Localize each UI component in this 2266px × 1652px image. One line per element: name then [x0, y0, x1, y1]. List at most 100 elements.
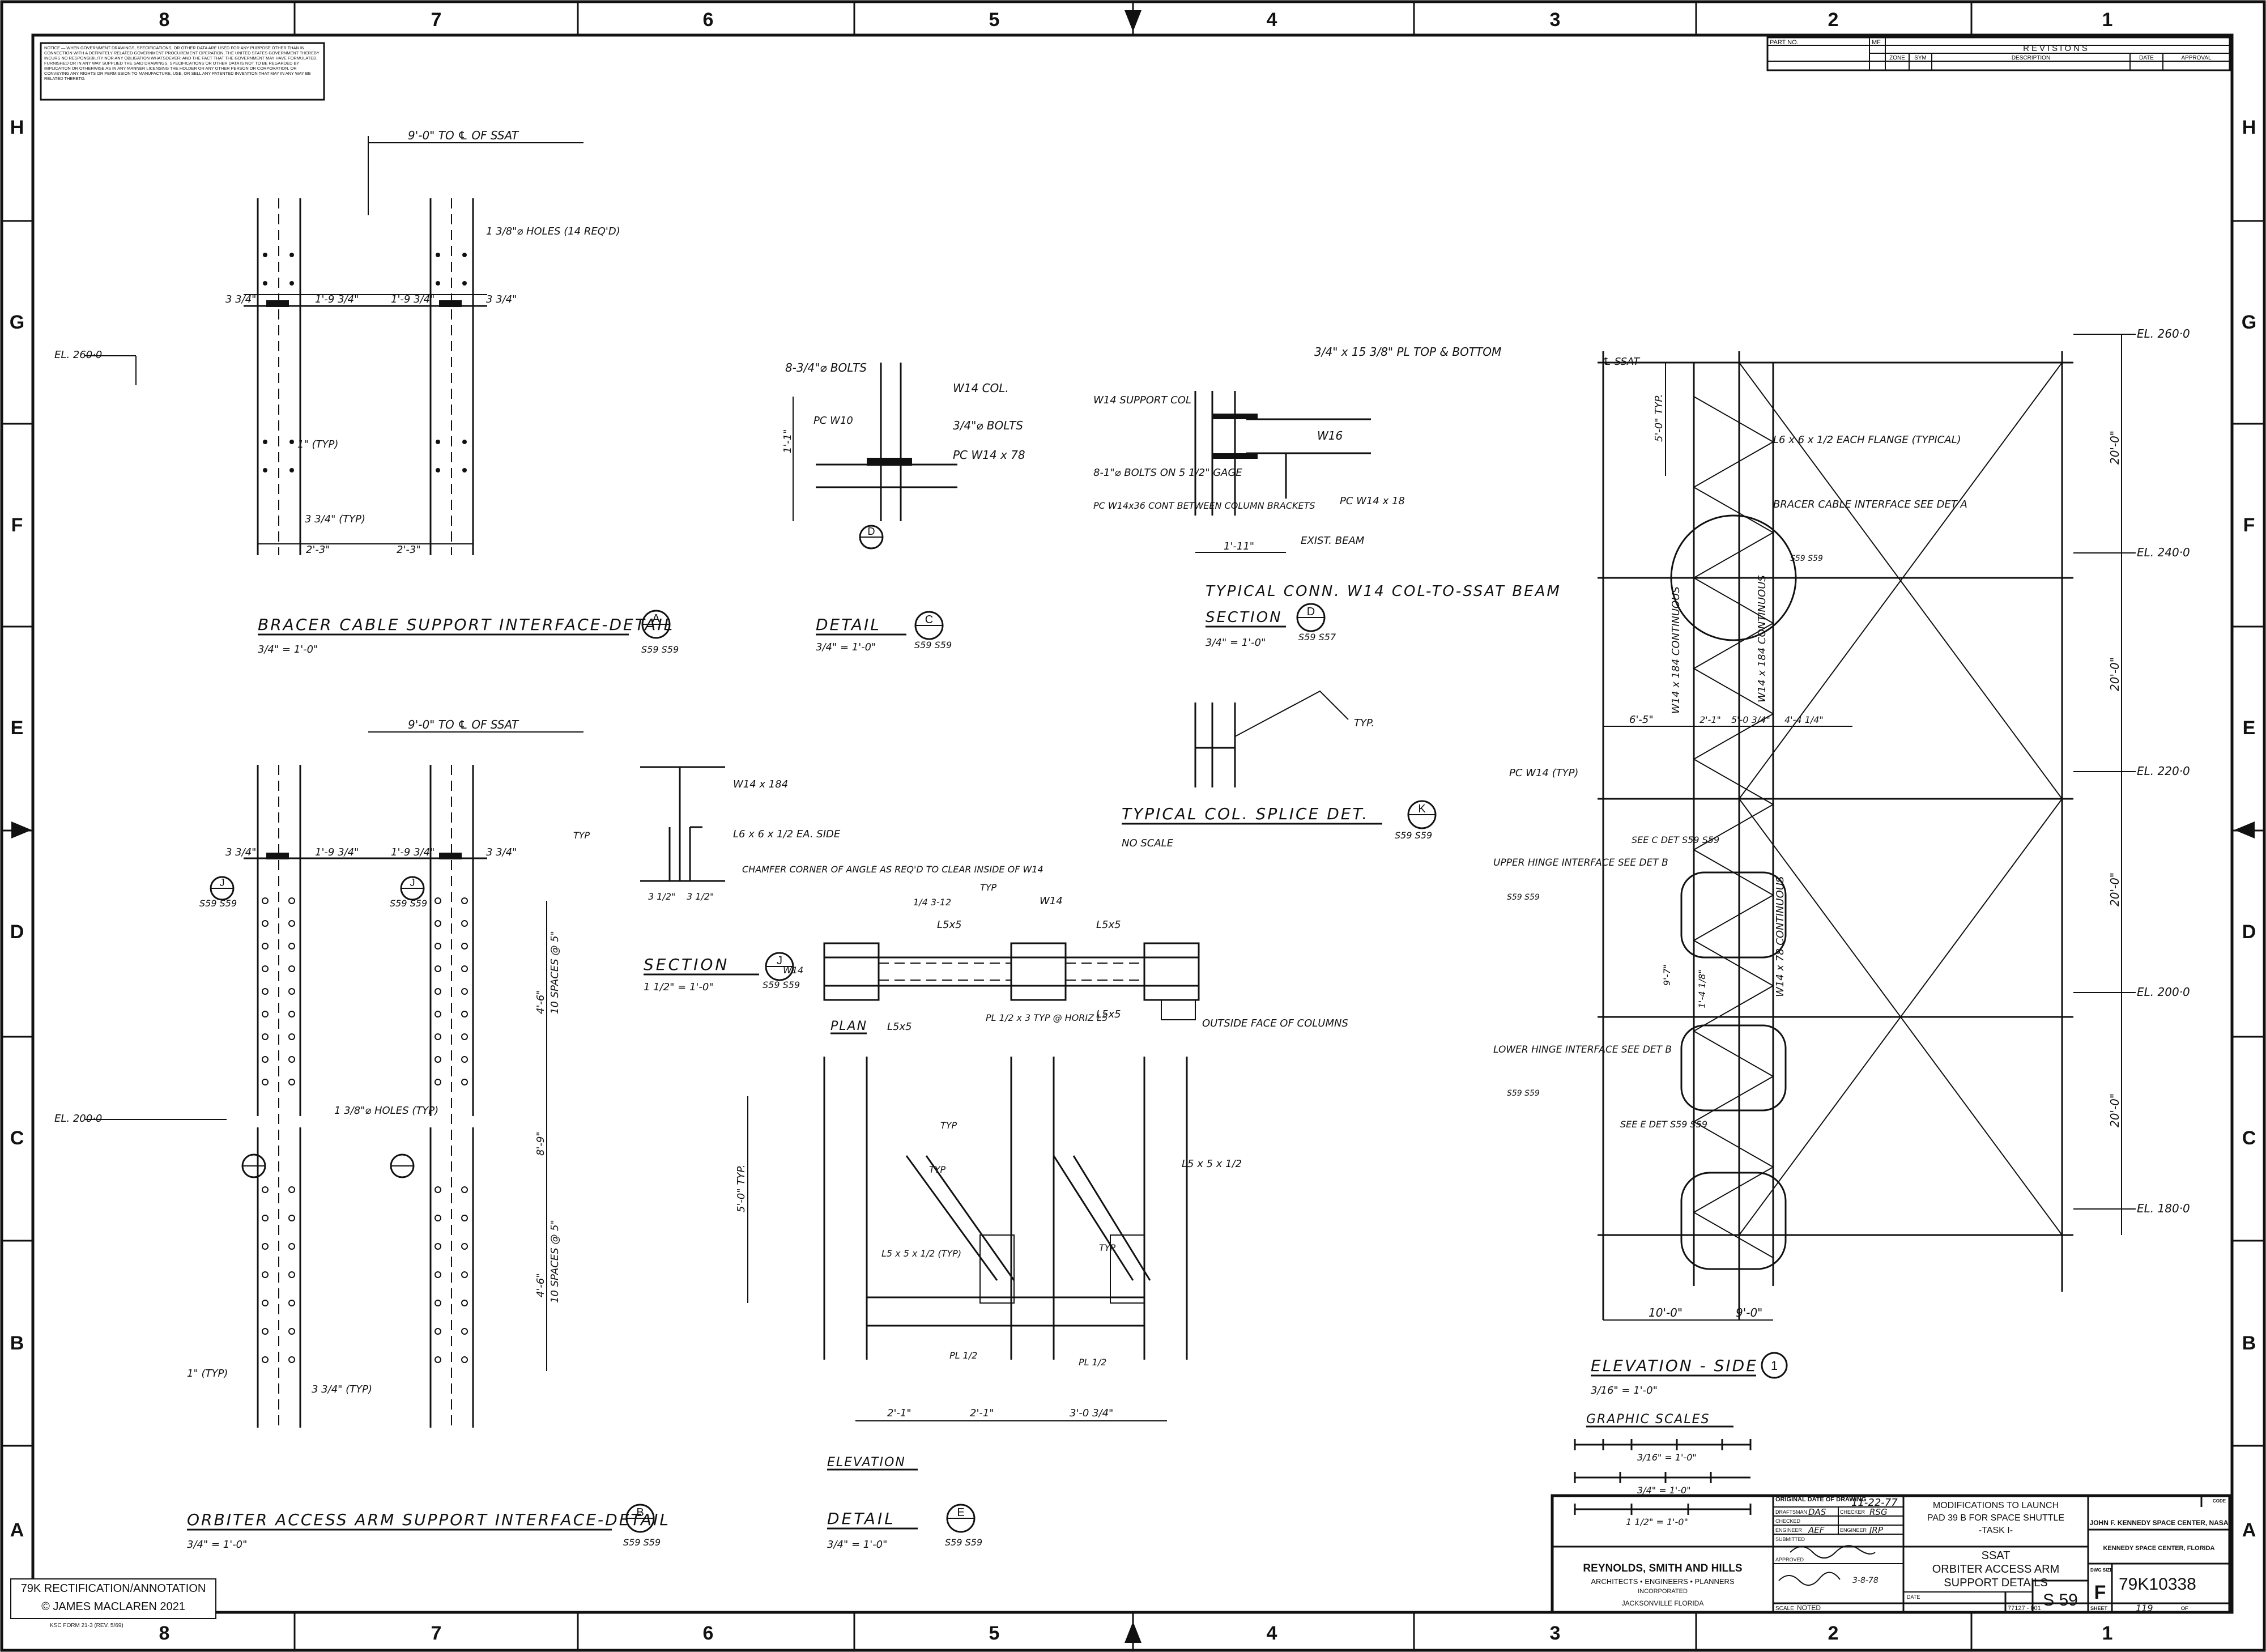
tb-engineer-label: ENGINEER	[1775, 1527, 1803, 1533]
zone-col-6-top: 6	[703, 9, 714, 31]
tb-dwg-size: F	[2094, 1582, 2106, 1603]
zone-col-8-top: 8	[159, 9, 170, 31]
section-j-angle: L6 x 6 x 1/2 EA. SIDE	[733, 828, 841, 840]
elevation-cont2: W14 x 184 CONTINUOUS	[1756, 575, 1768, 702]
revisions-col-description: DESCRIPTION	[2012, 55, 2050, 61]
detail-a-d3: 1'-9 3/4"	[391, 293, 435, 305]
tb-sheet-val: 119	[2136, 1603, 2153, 1613]
elevation-d21: 2'-1"	[1700, 714, 1721, 725]
detail-c-pc2: PC W14 x 78	[953, 448, 1025, 462]
elevation-d51: 5'-0 3/4"	[1731, 714, 1770, 725]
tb-drawn-val: DAS	[1808, 1507, 1826, 1517]
section-j-symbol: J	[777, 955, 782, 967]
zone-col-6-bottom: 6	[703, 1623, 714, 1644]
detail-b-d2: 1'-9 3/4"	[315, 846, 359, 858]
detail-b-dim-top: 9'-0" TO ℄ OF SSAT	[408, 718, 519, 731]
section-d-exist: EXIST. BEAM	[1301, 535, 1365, 547]
elevation-bracer-ref: S59 S59	[1790, 554, 1823, 563]
elevation-d65: 6'-5"	[1629, 714, 1654, 726]
detail-b-scale: 3/4" = 1'-0"	[187, 1539, 247, 1551]
detail-b-d4: 3 3/4"	[486, 846, 517, 858]
section-d: 3/4" x 15 3/8" PL TOP & BOTTOM W14 SUPPO…	[1093, 345, 1560, 649]
tb-eng-checked-label: ENGINEER	[1840, 1527, 1867, 1533]
zone-col-2-top: 2	[1828, 9, 1839, 31]
detail-a-d4: 3 3/4"	[486, 293, 517, 305]
tb-sheet-title3: SUPPORT DETAILS	[1944, 1577, 2047, 1589]
zone-col-5-bottom: 5	[989, 1623, 1000, 1644]
elevation-scale: 3/16" = 1'-0"	[1591, 1385, 1658, 1396]
detail-e-typ2: TYP	[940, 1120, 957, 1131]
zone-col-3-bottom: 3	[1550, 1623, 1561, 1644]
zone-row-a-left: A	[10, 1519, 24, 1541]
graphic-scale-2: 3/4" = 1'-0"	[1637, 1485, 1691, 1496]
tb-eng-checked-val: JRP	[1868, 1525, 1884, 1535]
zone-row-a-right: A	[2242, 1519, 2256, 1541]
detail-e-plan: PLAN	[830, 1019, 867, 1033]
detail-a-ref: S59 S59	[641, 644, 679, 655]
col-splice-detail: TYP. TYPICAL COL. SPLICE DET. K NO SCALE…	[1122, 690, 1437, 849]
zone-col-8-bottom: 8	[159, 1623, 170, 1644]
elevation-el260: EL. 260·0	[2137, 327, 2190, 340]
center-mark-bottom-icon	[1125, 1621, 1141, 1643]
tb-agency2: KENNEDY SPACE CENTER, FLORIDA	[2103, 1545, 2214, 1552]
tb-sheet-title2: ORBITER ACCESS ARM	[1932, 1563, 2060, 1576]
section-d-symbol: D	[1307, 606, 1315, 618]
detail-b-typ: 1" (TYP)	[187, 1368, 228, 1379]
splice-symbol: K	[1418, 803, 1426, 815]
tb-approved-date: 3-8-78	[1852, 1576, 1879, 1585]
detail-b-d9: 10 SPACES @ 5"	[549, 1220, 561, 1303]
elevation-upper: UPPER HINGE INTERFACE SEE DET B	[1493, 857, 1668, 868]
zone-row-b-right: B	[2242, 1332, 2256, 1354]
overlay-line2: © JAMES MACLAREN 2021	[41, 1600, 185, 1613]
detail-a-d6: 2'-3"	[397, 544, 421, 556]
tb-project-line2: PAD 39 B FOR SPACE SHUTTLE	[1927, 1513, 2064, 1523]
zone-row-h-right: H	[2242, 117, 2256, 138]
title-block: ORIGINAL DATE OF DRAWING 11-22-77 DRAFTS…	[1551, 1494, 2231, 1614]
zone-col-3-top: 3	[1550, 9, 1561, 31]
detail-c-title: DETAIL	[816, 615, 881, 634]
tb-approved-signature	[1778, 1572, 1841, 1586]
detail-c-dim: 1'-1"	[782, 429, 794, 453]
detail-c: 8-3/4"⌀ BOLTS PC W10 W14 COL. 3/4"⌀ BOLT…	[782, 361, 1025, 653]
elevation-d10: 10'-0"	[1649, 1306, 1683, 1319]
elevation-bracer: BRACER CABLE INTERFACE SEE DET A	[1773, 499, 1967, 510]
zone-row-d-left: D	[10, 921, 24, 943]
zone-row-b-left: B	[10, 1332, 24, 1354]
tb-job: 77127 - 001	[2008, 1605, 2041, 1612]
zone-col-4-top: 4	[1267, 9, 1277, 31]
detail-e-l5x5d: L5x5	[1096, 1008, 1121, 1020]
zone-col-4-bottom: 4	[1267, 1623, 1277, 1644]
detail-a-el: EL. 260·0	[54, 349, 102, 361]
detail-b: 9'-0" TO ℄ OF SSAT	[54, 718, 668, 1551]
revisions-mf: MF	[1872, 39, 1881, 46]
section-j-w14x184: W14 x 184	[733, 778, 788, 790]
revisions-col-date: DATE	[2139, 55, 2154, 61]
section-j-typ: TYP	[573, 830, 590, 841]
zone-row-g-right: G	[2242, 312, 2256, 333]
detail-e-l556: L5 x 5 x 1/2	[1182, 1158, 1242, 1170]
detail-e-d1: 2'-1"	[887, 1407, 911, 1419]
elevation-see-e: SEE E DET S59 S59	[1620, 1119, 1707, 1130]
detail-c-scale: 3/4" = 1'-0"	[816, 641, 876, 653]
detail-a-holes: 1 3/8"⌀ HOLES (14 REQ'D)	[486, 225, 620, 237]
elevation-d20c: 20'-0"	[2108, 872, 2122, 906]
elevation-el200: EL. 200·0	[2137, 985, 2190, 999]
detail-a-symbol: A	[652, 612, 660, 625]
elevation-el220: EL. 220·0	[2137, 764, 2190, 778]
zone-row-c-right: C	[2242, 1127, 2256, 1149]
elevation-d20a: 20'-0"	[2108, 431, 2122, 465]
elevation-symbol: 1	[1771, 1359, 1778, 1373]
detail-e-l5x5b: L5x5	[1096, 919, 1121, 931]
detail-b-symbol: B	[636, 1506, 644, 1519]
section-j-d2: 3 1/2"	[687, 891, 714, 902]
tb-of-label: OF	[2181, 1606, 2188, 1611]
tb-date-label: DATE	[1907, 1594, 1920, 1600]
center-mark-right-icon	[2234, 821, 2255, 838]
detail-c-pc1: PC W10	[813, 415, 853, 427]
detail-c-bolts2: 3/4"⌀ BOLTS	[953, 419, 1023, 432]
detail-e-outside: OUTSIDE FACE OF COLUMNS	[1202, 1017, 1348, 1029]
section-j-title: SECTION	[644, 955, 729, 974]
tb-project-line3: -TASK I-	[1979, 1526, 2013, 1535]
